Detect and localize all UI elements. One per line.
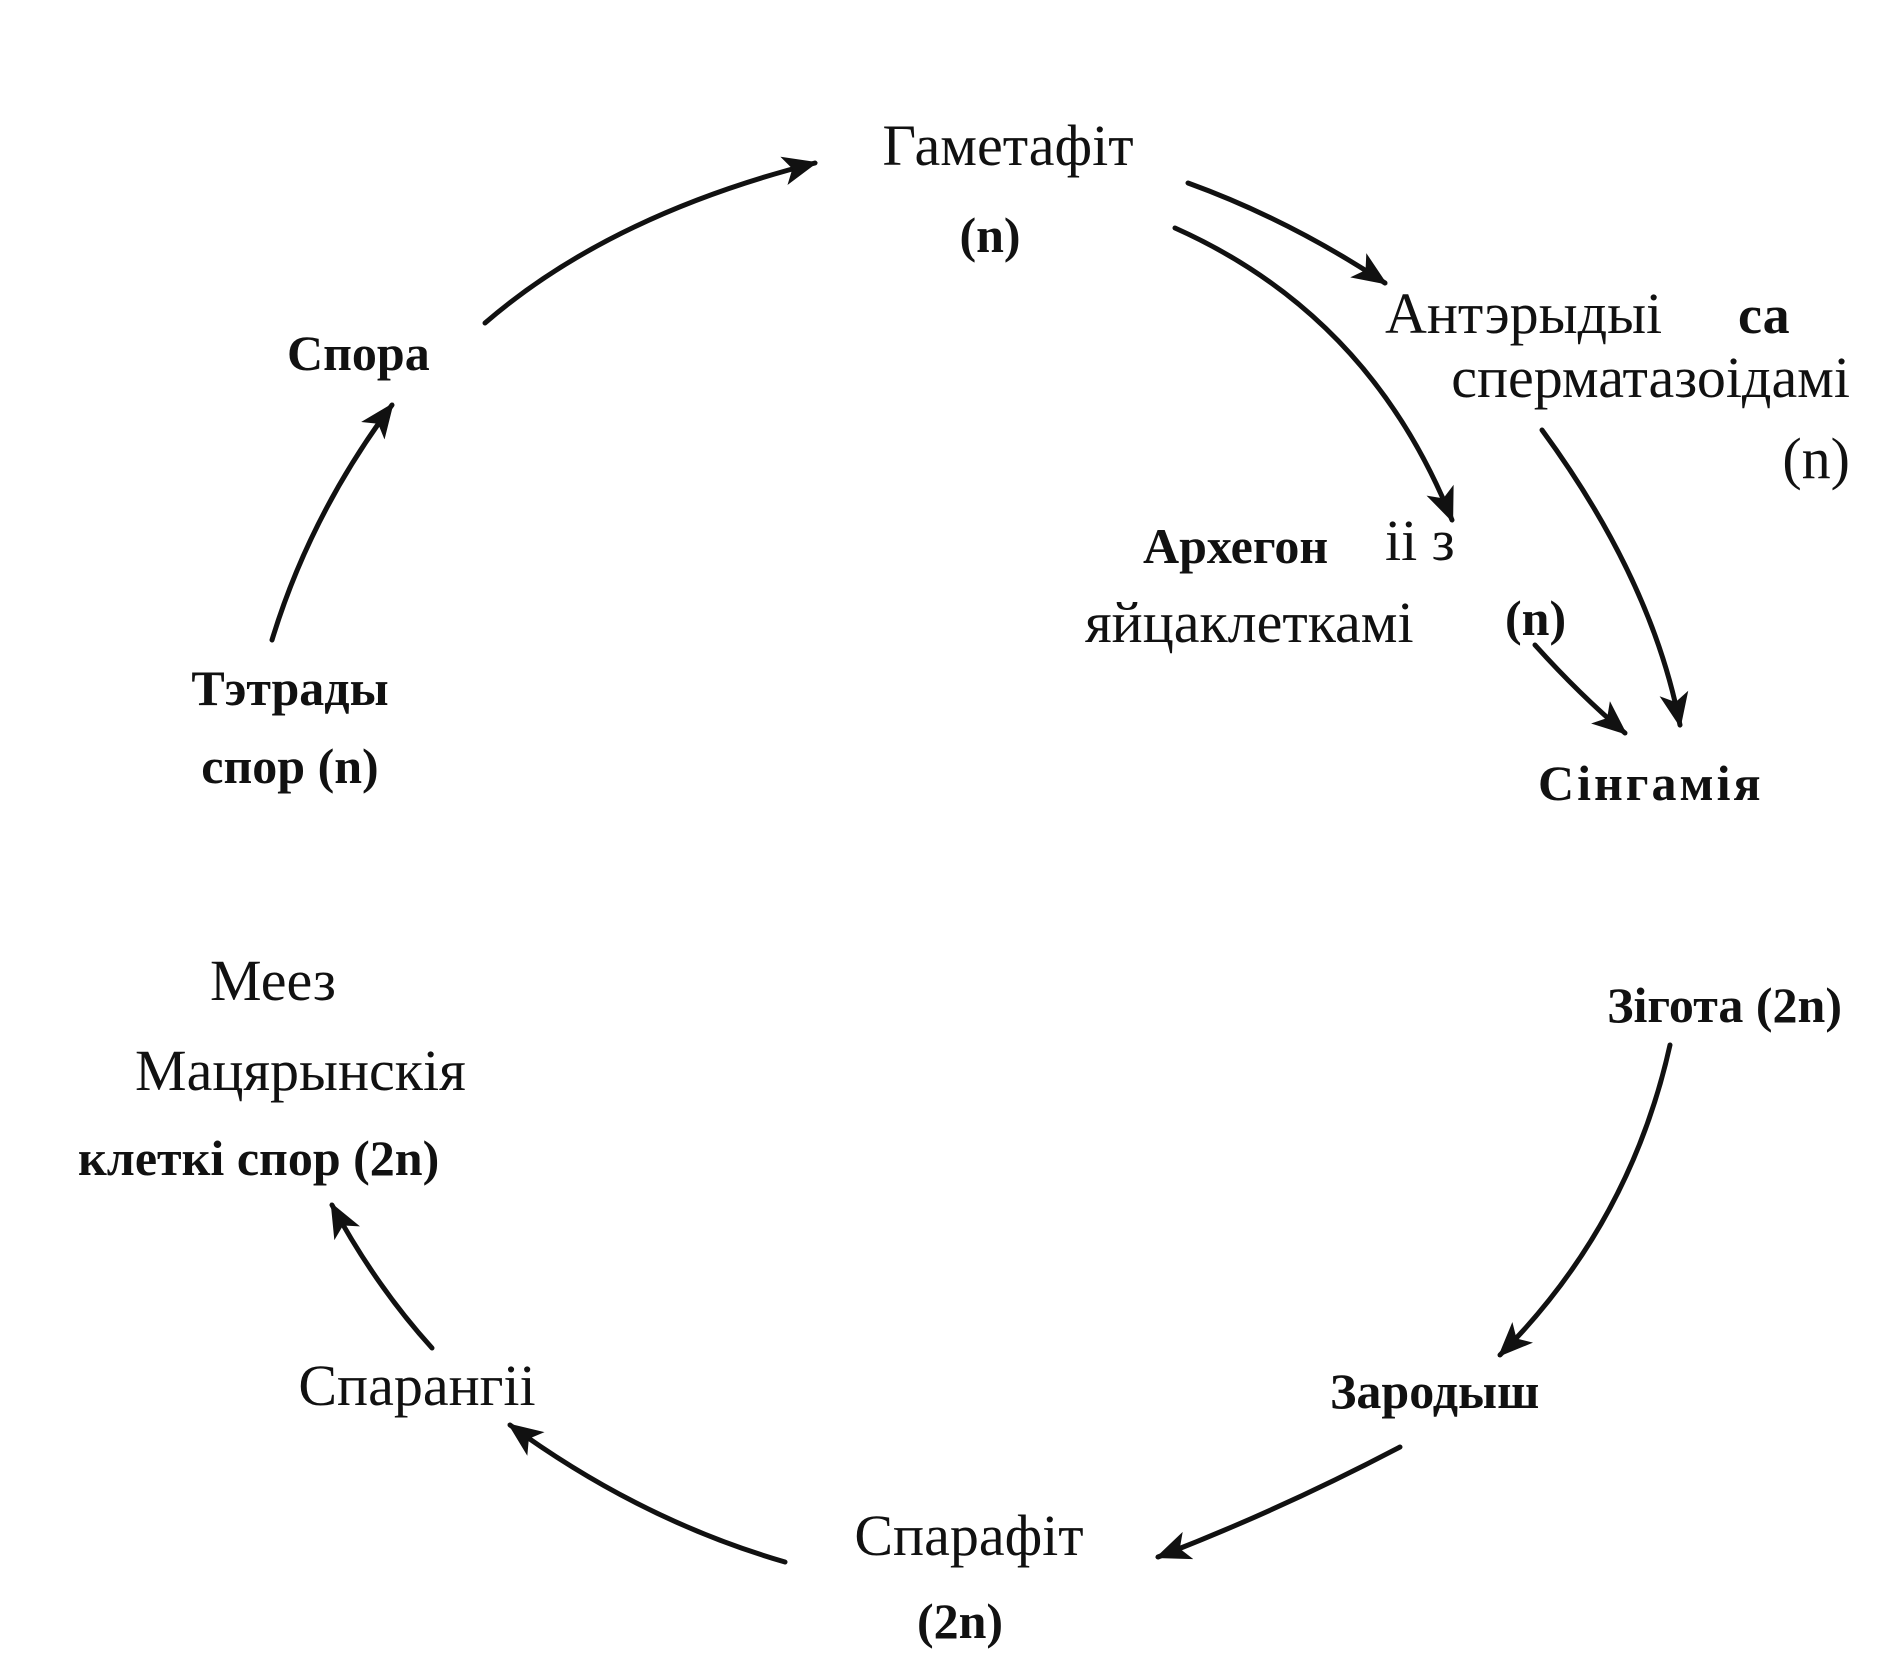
arrow-archegonia-to-syngamy [1532, 642, 1628, 736]
gametophyte-label: Гаметафіт [882, 113, 1133, 178]
archegonia-label-line1: Архегон [1143, 518, 1328, 574]
arrow-antheridia-to-syngamy [1539, 427, 1689, 728]
antheridia-label-line1-sa: са [1738, 285, 1790, 345]
meiosis-label-line1: Меез [210, 948, 336, 1013]
antheridia-label-line1: Антэрыдыі [1385, 281, 1662, 346]
arrow-tetrads-to-spore [269, 402, 395, 643]
archegonia-label-line2: яйцаклеткамі [1085, 590, 1414, 655]
zygote-label: Зігота (2n) [1607, 977, 1842, 1033]
archegonia-label-line1-suffix: іі з [1385, 508, 1455, 573]
sporangia-label: Спарангіі [298, 1353, 535, 1418]
antheridia-ploidy: (n) [1782, 426, 1850, 491]
antheridia-label-line2: сперматазоідамі [1451, 345, 1850, 410]
sporophyte-label: Спарафіт [854, 1503, 1083, 1568]
arrow-gametophyte-to-antheridia [1185, 180, 1388, 286]
arrow-embryo-to-sporophyte [1155, 1444, 1403, 1560]
arrow-sporangia-to-meiosis [329, 1202, 435, 1351]
meiosis-label-line3: клеткі спор (2n) [78, 1130, 439, 1186]
arrow-zygote-to-embryo [1497, 1042, 1673, 1358]
arrow-spore-to-gametophyte [482, 156, 818, 326]
embryo-label: Зародыш [1330, 1363, 1539, 1419]
sporophyte-ploidy: (2n) [917, 1593, 1003, 1649]
tetrads-label-line2: спор (n) [201, 738, 378, 794]
arrow-sporophyte-to-sporangia [507, 1422, 788, 1565]
archegonia-ploidy: (n) [1505, 590, 1566, 646]
tetrads-label-line1: Тэтрады [191, 660, 388, 716]
spore-label: Спора [287, 325, 430, 381]
meiosis-label-line2: Мацярынскія [135, 1038, 466, 1103]
gametophyte-ploidy: (n) [959, 207, 1020, 263]
syngamy-label: Сінгамія [1538, 755, 1764, 811]
arrow-gametophyte-to-archegonia [1172, 225, 1455, 523]
